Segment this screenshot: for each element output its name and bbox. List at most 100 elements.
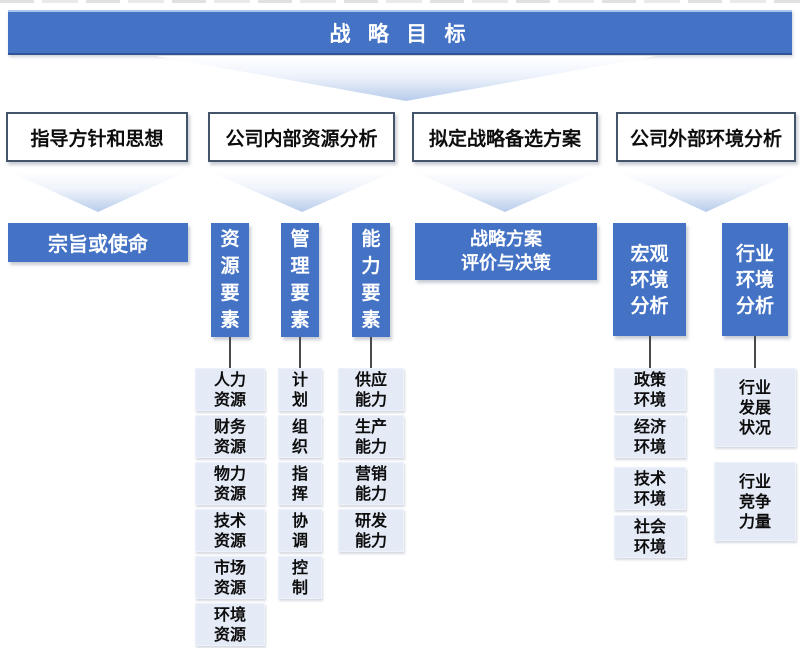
item-line: 供应 (354, 369, 387, 389)
evaluation-line-2: 评价与决策 (461, 252, 551, 274)
item-line: 指 (291, 463, 308, 483)
capability-elements-item: 营销能力 (338, 462, 404, 505)
item-line: 能力 (354, 436, 387, 456)
macro-environment-item: 技术环境 (614, 467, 686, 510)
item-line: 竞争 (738, 491, 771, 511)
management-elements-item: 控制 (278, 556, 322, 599)
box-guiding-principles: 指导方针和思想 (6, 112, 188, 162)
strategic-goal-bar: 战 略 目 标 (8, 10, 792, 55)
box-guiding-principles-label: 指导方针和思想 (30, 127, 164, 150)
item-line: 能力 (354, 483, 387, 503)
resource-elements-connector-line (229, 337, 231, 368)
item-line: 市场 (213, 557, 246, 577)
resource-elements-item: 物力资源 (195, 462, 265, 505)
header-line: 能 (361, 228, 381, 250)
header-line: 力 (361, 255, 381, 277)
resource-elements-item: 环境资源 (195, 603, 265, 646)
header-line: 素 (290, 309, 310, 331)
header-line: 素 (361, 309, 381, 331)
item-line: 人力 (213, 369, 246, 389)
header-line: 管 (290, 228, 310, 250)
item-line: 控 (291, 557, 308, 577)
item-line: 划 (291, 389, 308, 409)
item-line: 环境 (213, 604, 246, 624)
mission-label: 宗旨或使命 (48, 232, 148, 256)
header-line: 宏观 (630, 242, 669, 265)
industry-environment-item: 行业发展状况 (714, 368, 796, 447)
item-line: 资源 (213, 577, 246, 597)
capability-elements-item: 供应能力 (338, 368, 404, 411)
item-line: 组 (291, 416, 308, 436)
header-line: 环境 (630, 268, 669, 291)
macro-environment-item: 经济环境 (614, 415, 686, 458)
header-line: 分析 (630, 294, 669, 317)
macro-environment-item: 政策环境 (614, 368, 686, 411)
management-elements-connector-line (299, 337, 301, 368)
mission-box: 宗旨或使命 (8, 223, 188, 262)
down-arrow-internal (208, 171, 396, 212)
item-line: 技术 (633, 468, 666, 488)
macro-environment-connector-line (649, 336, 651, 368)
cropped-top-artifact (0, 0, 800, 3)
box-internal-resource-analysis-label: 公司内部资源分析 (225, 127, 378, 150)
box-strategy-alternatives: 拟定战略备选方案 (412, 112, 598, 162)
resource-elements-item: 人力资源 (195, 368, 265, 411)
box-external-environment-analysis: 公司外部环境分析 (616, 112, 796, 162)
evaluation-line-1: 战略方案 (470, 228, 542, 250)
item-line: 财务 (213, 416, 246, 436)
resource-elements-item: 财务资源 (195, 415, 265, 458)
industry-environment-connector-line (754, 336, 756, 368)
item-line: 环境 (633, 389, 666, 409)
down-arrow-main (156, 56, 656, 101)
item-line: 调 (291, 530, 308, 550)
management-elements-item: 计划 (278, 368, 322, 411)
header-line: 分析 (735, 294, 774, 317)
box-internal-resource-analysis: 公司内部资源分析 (208, 112, 395, 162)
header-line: 源 (220, 255, 240, 277)
item-line: 生产 (354, 416, 387, 436)
management-elements-header: 管理要素 (281, 223, 319, 337)
macro-environment-item: 社会环境 (614, 515, 686, 558)
item-line: 营销 (354, 463, 387, 483)
item-line: 状况 (738, 417, 771, 437)
item-line: 资源 (213, 483, 246, 503)
item-line: 能力 (354, 389, 387, 409)
down-arrow-guiding (8, 171, 188, 212)
item-line: 行业 (738, 377, 771, 397)
header-line: 要 (290, 282, 310, 304)
item-line: 环境 (633, 436, 666, 456)
resource-elements-header: 资源要素 (211, 223, 249, 337)
header-line: 要 (361, 282, 381, 304)
management-elements-item: 协调 (278, 509, 322, 552)
evaluation-decision-box: 战略方案 评价与决策 (415, 223, 597, 280)
resource-elements-item: 技术资源 (195, 509, 265, 552)
down-arrow-alternatives (412, 171, 598, 212)
item-line: 制 (291, 577, 308, 597)
strategic-goal-label: 战 略 目 标 (329, 21, 471, 46)
item-line: 计 (291, 369, 308, 389)
item-line: 资源 (213, 530, 246, 550)
item-line: 协 (291, 510, 308, 530)
industry-environment-item: 行业竞争力量 (714, 462, 796, 541)
capability-elements-connector-line (370, 337, 372, 368)
industry-environment-header: 行业环境分析 (722, 223, 788, 336)
item-line: 发展 (738, 397, 771, 417)
item-line: 行业 (738, 471, 771, 491)
item-line: 研发 (354, 510, 387, 530)
item-line: 能力 (354, 530, 387, 550)
resource-elements-item: 市场资源 (195, 556, 265, 599)
capability-elements-item: 研发能力 (338, 509, 404, 552)
item-line: 环境 (633, 488, 666, 508)
header-line: 素 (220, 309, 240, 331)
item-line: 力量 (738, 511, 771, 531)
item-line: 资源 (213, 389, 246, 409)
header-line: 资 (220, 228, 240, 250)
capability-elements-header: 能力要素 (352, 223, 390, 337)
item-line: 经济 (633, 416, 666, 436)
item-line: 织 (291, 436, 308, 456)
item-line: 资源 (213, 436, 246, 456)
item-line: 物力 (213, 463, 246, 483)
management-elements-item: 指挥 (278, 462, 322, 505)
header-line: 行业 (735, 242, 774, 265)
header-line: 环境 (735, 268, 774, 291)
